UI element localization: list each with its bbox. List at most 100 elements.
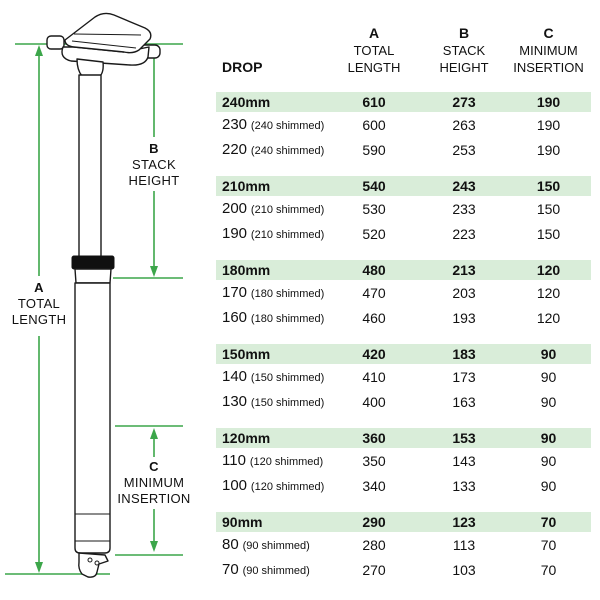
dim-b-letter: B [149, 141, 159, 156]
shim-note: (240 shimmed) [250, 145, 325, 157]
seatpost-illustration [5, 12, 183, 578]
dimension-lines [5, 43, 183, 575]
min-insertion-cell: 120 [536, 284, 561, 301]
stack-height-cell: 103 [452, 561, 476, 578]
total-length-cell: 360 [362, 430, 386, 446]
shim-note: (120 shimmed) [249, 456, 324, 468]
header-total-length: A TOTAL LENGTH [347, 25, 401, 75]
header-min-insertion: C MINIMUM INSERTION [513, 25, 584, 75]
min-insertion-cell: 90 [540, 346, 557, 362]
min-insertion-cell: 150 [536, 200, 561, 217]
dim-b-line2: HEIGHT [128, 173, 180, 188]
drop-cell: 160 (180 shimmed) [222, 309, 325, 326]
spec-table: DROP A TOTAL LENGTH B STACK HEIGHT C MIN… [216, 0, 591, 596]
total-length-cell: 530 [362, 200, 386, 217]
table-group-240: 240mm 610 273 190 230 (240 shimmed) 600 … [216, 92, 591, 162]
min-insertion-cell: 90 [540, 368, 557, 385]
table-row: 190 (210 shimmed) 520 223 150 [216, 221, 591, 246]
drop-cell: 80 (90 shimmed) [222, 536, 310, 553]
drop-cell: 140 (150 shimmed) [222, 368, 325, 385]
table-row: 230 (240 shimmed) 600 263 190 [216, 112, 591, 137]
total-length-cell: 410 [362, 368, 386, 385]
total-length-cell: 470 [362, 284, 386, 301]
drop-cell: 200 (210 shimmed) [222, 200, 325, 217]
total-length-cell: 520 [362, 225, 386, 242]
min-insertion-cell: 70 [540, 561, 557, 578]
stack-height-cell: 253 [452, 141, 476, 158]
drop-cell: 130 (150 shimmed) [222, 393, 325, 410]
total-length-cell: 480 [362, 262, 386, 278]
total-length-cell: 600 [362, 116, 386, 133]
drop-cell: 110 (120 shimmed) [222, 452, 324, 469]
stack-height-cell: 133 [452, 477, 476, 494]
drop-cell: 120mm [222, 430, 271, 446]
dimension-label-b: B STACK HEIGHT [114, 141, 194, 189]
shim-note: (210 shimmed) [250, 204, 325, 216]
table-row: 200 (210 shimmed) 530 233 150 [216, 196, 591, 221]
stack-height-cell: 153 [452, 430, 476, 446]
stack-height-cell: 273 [452, 94, 476, 110]
table-group-90: 90mm 290 123 70 80 (90 shimmed) 280 113 … [216, 512, 591, 582]
shim-note: (90 shimmed) [242, 540, 310, 552]
table-group-header-row: 90mm 290 123 70 [216, 512, 591, 532]
dimension-label-a: A TOTAL LENGTH [8, 280, 70, 328]
stack-height-cell: 203 [452, 284, 476, 301]
min-insertion-cell: 90 [540, 393, 557, 410]
min-insertion-cell: 70 [540, 514, 557, 530]
drop-cell: 190 (210 shimmed) [222, 225, 325, 242]
min-insertion-cell: 70 [540, 536, 557, 553]
dim-c-line1: MINIMUM [123, 475, 185, 490]
header-drop: DROP [222, 59, 263, 75]
shim-note: (240 shimmed) [250, 120, 325, 132]
dim-c-line2: INSERTION [117, 491, 191, 506]
shim-note: (120 shimmed) [250, 481, 325, 493]
stack-height-cell: 263 [452, 116, 476, 133]
seal-head [74, 268, 112, 284]
min-insertion-cell: 150 [536, 178, 561, 194]
stack-height-cell: 143 [452, 452, 476, 469]
table-row: 130 (150 shimmed) 400 163 90 [216, 389, 591, 414]
table-group-header-row: 180mm 480 213 120 [216, 260, 591, 280]
min-insertion-cell: 190 [536, 94, 561, 110]
total-length-cell: 340 [362, 477, 386, 494]
dimension-label-c: C MINIMUM INSERTION [104, 459, 204, 507]
stack-height-cell: 213 [452, 262, 476, 278]
drop-cell: 240mm [222, 94, 271, 110]
table-row: 220 (240 shimmed) 590 253 190 [216, 137, 591, 162]
table-body: 240mm 610 273 190 230 (240 shimmed) 600 … [216, 92, 591, 582]
lower-tube [74, 282, 111, 554]
table-row: 160 (180 shimmed) 460 193 120 [216, 305, 591, 330]
dim-a-line2: LENGTH [11, 312, 67, 327]
total-length-cell: 460 [362, 309, 386, 326]
table-group-header-row: 120mm 360 153 90 [216, 428, 591, 448]
seatpost-diagram: A TOTAL LENGTH B STACK HEIGHT C MINIMUM … [0, 0, 215, 600]
stack-height-cell: 233 [452, 200, 476, 217]
total-length-cell: 350 [362, 452, 386, 469]
table-group-210: 210mm 540 243 150 200 (210 shimmed) 530 … [216, 176, 591, 246]
shim-note: (150 shimmed) [250, 372, 325, 384]
drop-cell: 100 (120 shimmed) [222, 477, 325, 494]
min-insertion-cell: 90 [540, 452, 557, 469]
actuator [78, 552, 109, 578]
table-row: 80 (90 shimmed) 280 113 70 [216, 532, 591, 557]
total-length-cell: 540 [362, 178, 386, 194]
table-group-120: 120mm 360 153 90 110 (120 shimmed) 350 1… [216, 428, 591, 498]
stack-height-cell: 193 [452, 309, 476, 326]
drop-cell: 90mm [222, 514, 263, 530]
drop-cell: 230 (240 shimmed) [222, 116, 325, 133]
total-length-cell: 590 [362, 141, 386, 158]
min-insertion-cell: 120 [536, 309, 561, 326]
dim-b-line1: STACK [132, 157, 176, 172]
table-header-row: DROP A TOTAL LENGTH B STACK HEIGHT C MIN… [216, 20, 591, 76]
shim-note: (90 shimmed) [242, 565, 310, 577]
drop-cell: 150mm [222, 346, 271, 362]
table-group-150: 150mm 420 183 90 140 (150 shimmed) 410 1… [216, 344, 591, 414]
upper-tube [78, 74, 102, 259]
total-length-cell: 270 [362, 561, 386, 578]
min-insertion-cell: 90 [540, 430, 557, 446]
table-group-header-row: 210mm 540 243 150 [216, 176, 591, 196]
collar [71, 255, 115, 270]
total-length-cell: 420 [362, 346, 386, 362]
stack-height-cell: 163 [452, 393, 476, 410]
shim-note: (210 shimmed) [250, 229, 325, 241]
